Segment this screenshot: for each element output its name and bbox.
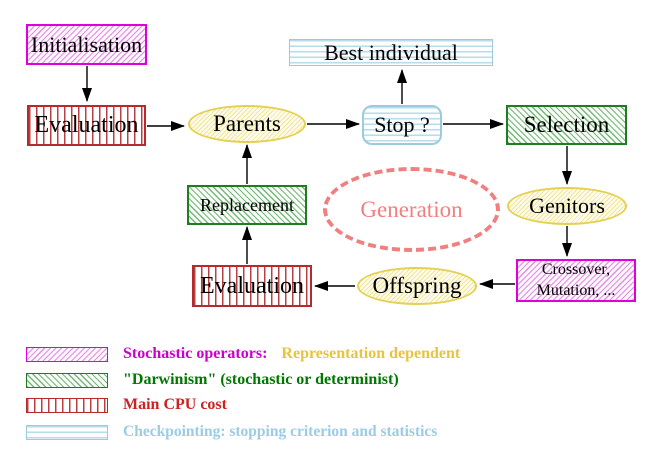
legend-text-representation-dependent: Representation dependent <box>281 345 461 362</box>
node-best-individual: Best individual <box>289 39 493 66</box>
node-selection: Selection <box>506 105 627 145</box>
legend-row-cpu-cost: Main CPU cost <box>26 395 227 415</box>
legend-swatch-darwinism <box>26 372 108 388</box>
node-evaluation-top: Evaluation <box>27 105 146 146</box>
node-stop: Stop ? <box>362 105 442 145</box>
legend-label-checkpointing: Checkpointing: stopping criterion and st… <box>123 423 437 441</box>
legend-text-main-cpu-cost: Main CPU cost <box>123 396 227 413</box>
legend-row-stochastic: Stochastic operators: Representation dep… <box>26 344 460 364</box>
node-evaluation-top-label: Evaluation <box>34 112 139 138</box>
generation-cycle-ellipse: Generation <box>323 167 500 252</box>
node-offspring-label: Offspring <box>372 273 462 298</box>
legend-label-darwinism: "Darwinism" (stochastic or determinist) <box>123 371 399 389</box>
node-crossover-mutation: Crossover, Mutation, ... <box>516 259 636 302</box>
node-best-individual-label: Best individual <box>324 39 458 65</box>
node-crossover-line2: Mutation, ... <box>536 281 616 299</box>
legend-text-darwinism: "Darwinism" (stochastic or determinist) <box>123 371 399 388</box>
node-initialisation-label: Initialisation <box>30 31 143 57</box>
node-evaluation-bottom: Evaluation <box>192 265 312 307</box>
node-selection-label: Selection <box>523 112 610 137</box>
node-replacement-label: Replacement <box>200 194 294 215</box>
node-offspring: Offspring <box>357 267 477 305</box>
node-genitors-label: Genitors <box>529 193 605 218</box>
legend-row-checkpointing: Checkpointing: stopping criterion and st… <box>26 422 437 442</box>
node-evaluation-bottom-label: Evaluation <box>200 272 304 299</box>
generation-label: Generation <box>360 196 463 222</box>
legend-text-stochastic-operators: Stochastic operators: <box>123 345 268 362</box>
node-parents-label: Parents <box>213 111 281 136</box>
legend-swatch-stochastic-operators <box>26 346 108 362</box>
node-initialisation: Initialisation <box>26 24 147 65</box>
node-stop-label: Stop ? <box>374 112 430 137</box>
node-parents: Parents <box>188 105 306 143</box>
legend-text-checkpointing: Checkpointing: stopping criterion and st… <box>123 423 438 440</box>
legend-label-stochastic: Stochastic operators: Representation dep… <box>123 345 460 363</box>
legend-label-cpu-cost: Main CPU cost <box>123 396 227 414</box>
node-replacement: Replacement <box>187 185 307 225</box>
node-crossover-line1: Crossover, <box>541 260 611 278</box>
legend-row-darwinism: "Darwinism" (stochastic or determinist) <box>26 370 399 390</box>
legend-swatch-checkpointing <box>26 424 108 440</box>
legend-swatch-main-cpu-cost <box>26 397 108 413</box>
node-genitors: Genitors <box>507 187 627 225</box>
